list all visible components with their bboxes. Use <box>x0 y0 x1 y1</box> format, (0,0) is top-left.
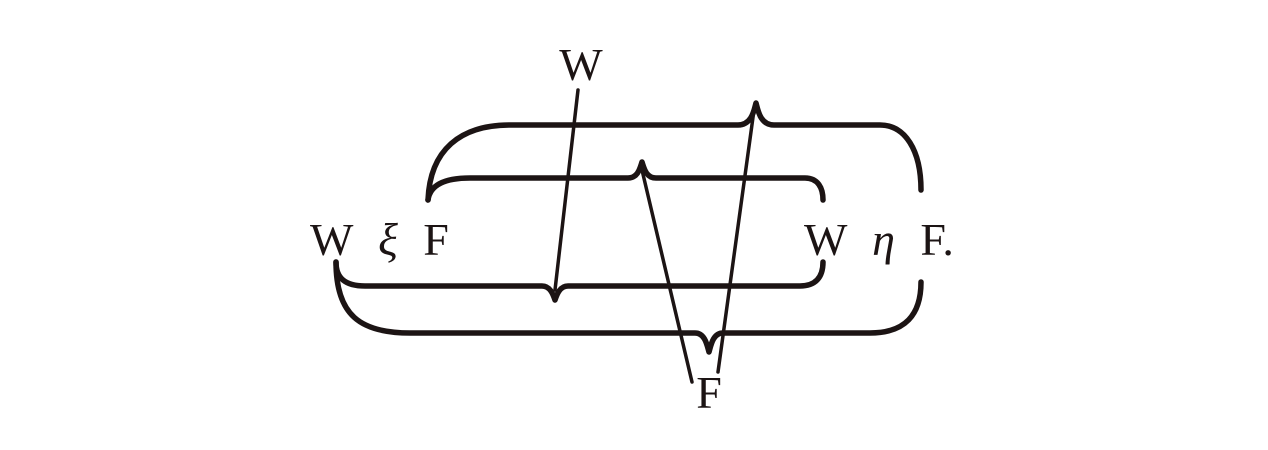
xi-symbol: ξ <box>378 214 398 265</box>
left-formula: W ξ F <box>310 214 449 265</box>
inner-top-to-f-connector <box>640 168 694 384</box>
inner-bottom-brace <box>333 259 826 303</box>
left-w-label: W <box>310 214 354 265</box>
outer-bottom-brace <box>333 259 924 355</box>
labels: W ξ F W η F. W F <box>310 39 954 418</box>
outer-top-to-f-connector <box>716 108 756 374</box>
right-f-label: F. <box>920 214 953 265</box>
right-formula: W η F. <box>804 214 954 265</box>
left-f-label: F <box>423 214 449 265</box>
top-w-connector <box>553 88 580 292</box>
inner-top-brace <box>425 159 826 203</box>
outer-top-brace <box>425 100 924 203</box>
right-w-label: W <box>804 214 848 265</box>
connectors <box>553 88 756 384</box>
eta-symbol: η <box>872 214 895 265</box>
top-w-label: W <box>559 39 603 90</box>
braces <box>333 100 924 355</box>
bottom-f-label: F <box>696 367 722 418</box>
